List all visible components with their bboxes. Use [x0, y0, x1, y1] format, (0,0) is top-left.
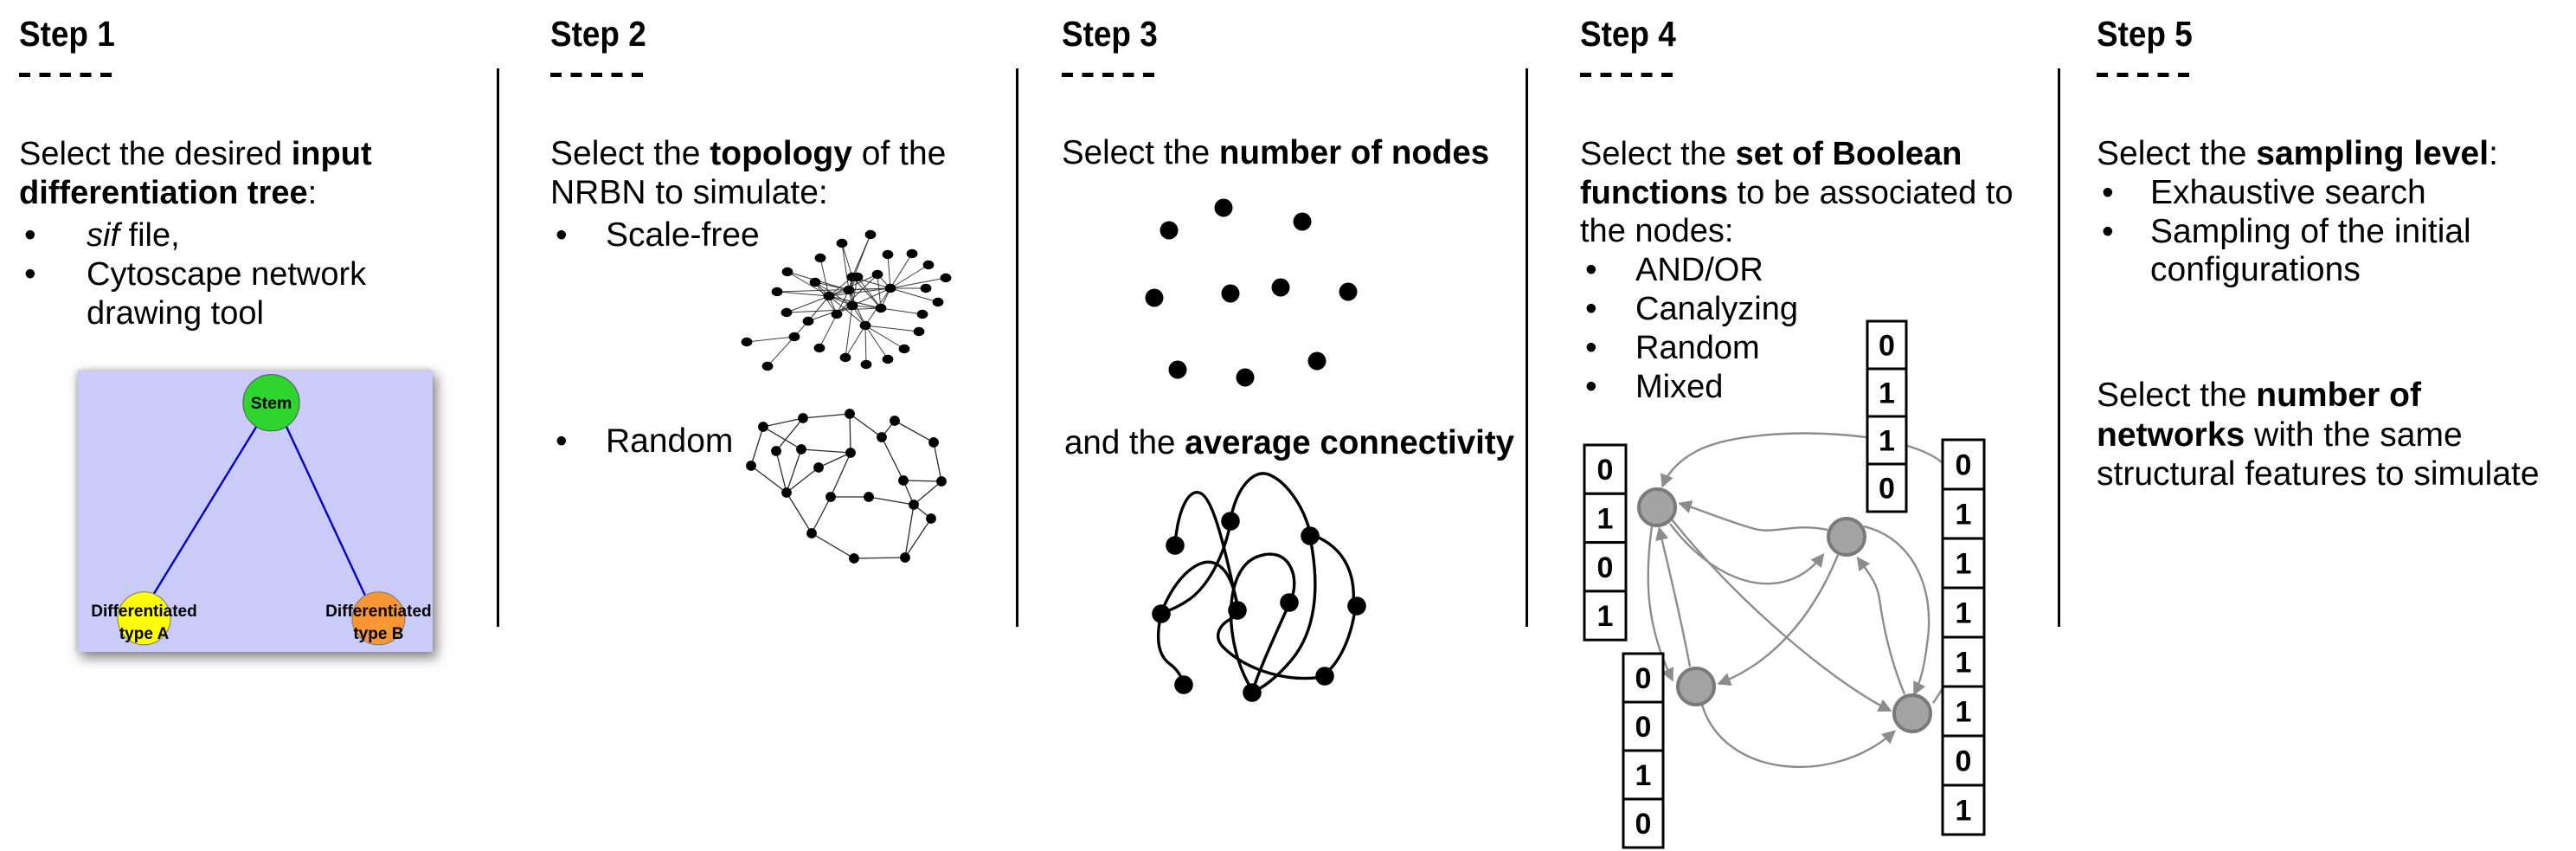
svg-text:0: 0	[1956, 449, 1972, 482]
svg-text:0: 0	[1879, 473, 1895, 506]
svg-text:Differentiated: Differentiated	[325, 603, 431, 621]
svg-text:1: 1	[1597, 502, 1614, 535]
svg-text:1: 1	[1956, 548, 1972, 581]
svg-text:1: 1	[1956, 597, 1972, 630]
svg-text:1: 1	[1956, 647, 1972, 680]
svg-text:0: 0	[1879, 330, 1895, 363]
svg-text:type A: type A	[119, 625, 170, 643]
svg-text:type B: type B	[353, 625, 403, 643]
svg-text:0: 0	[1597, 551, 1614, 584]
svg-text:1: 1	[1956, 795, 1972, 828]
svg-text:0: 0	[1597, 454, 1614, 487]
svg-text:Differentiated: Differentiated	[91, 603, 196, 621]
svg-text:1: 1	[1635, 759, 1652, 792]
svg-text:0: 0	[1635, 662, 1652, 695]
svg-text:0: 0	[1635, 711, 1652, 744]
svg-text:0: 0	[1635, 808, 1652, 841]
svg-text:0: 0	[1956, 745, 1972, 778]
svg-text:1: 1	[1956, 499, 1972, 532]
svg-text:1: 1	[1956, 696, 1972, 729]
svg-text:1: 1	[1879, 425, 1895, 458]
svg-text:Stem: Stem	[251, 394, 292, 413]
svg-text:1: 1	[1879, 377, 1895, 410]
svg-text:1: 1	[1597, 600, 1614, 633]
